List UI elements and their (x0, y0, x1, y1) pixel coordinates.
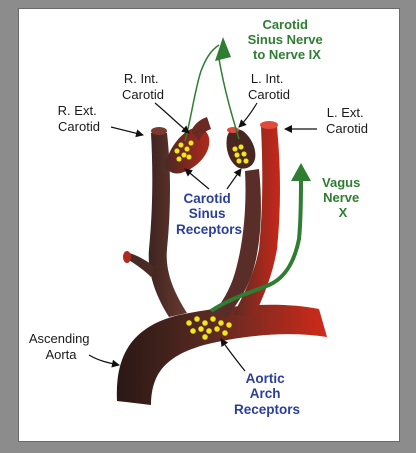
right-ext-carotid-opening (151, 127, 167, 135)
vagus-nerve-label: Vagus Nerve X (322, 175, 364, 220)
carotid-sinus-nerve-arrow (215, 37, 231, 61)
aortic-receptor-pointer (221, 339, 245, 371)
aortic-arch (117, 305, 327, 405)
subclavian-opening (123, 251, 131, 263)
r-ext-carotid-pointer (111, 127, 143, 135)
carotid-sinus-nerve-2 (219, 59, 239, 139)
r-int-carotid-label: R. Int. Carotid (122, 71, 164, 102)
sinus-receptor-pointer-left (185, 169, 209, 189)
vagus-nerve-arrow (291, 163, 311, 181)
left-ext-carotid-opening (260, 121, 278, 129)
aortic-arch-receptors-label: Aortic Arch Receptors (234, 371, 300, 417)
l-ext-carotid-label: L. Ext. Carotid (326, 105, 368, 136)
diagram-panel: Carotid Sinus Nerve to Nerve IX R. Int. … (18, 8, 400, 442)
ascending-aorta-label: Ascending Aorta (29, 331, 93, 362)
l-int-carotid-pointer (239, 103, 257, 127)
r-ext-carotid-label: R. Ext. Carotid (58, 103, 101, 134)
aorta-pointer (89, 355, 119, 365)
carotid-sinus-receptors-label: Carotid Sinus Receptors (176, 191, 242, 237)
sinus-receptor-pointer-right (227, 169, 241, 189)
baroreceptor-diagram: Carotid Sinus Nerve to Nerve IX R. Int. … (19, 9, 399, 441)
carotid-sinus-nerve-label: Carotid Sinus Nerve to Nerve IX (248, 17, 327, 62)
l-int-carotid-label: L. Int. Carotid (248, 71, 290, 102)
